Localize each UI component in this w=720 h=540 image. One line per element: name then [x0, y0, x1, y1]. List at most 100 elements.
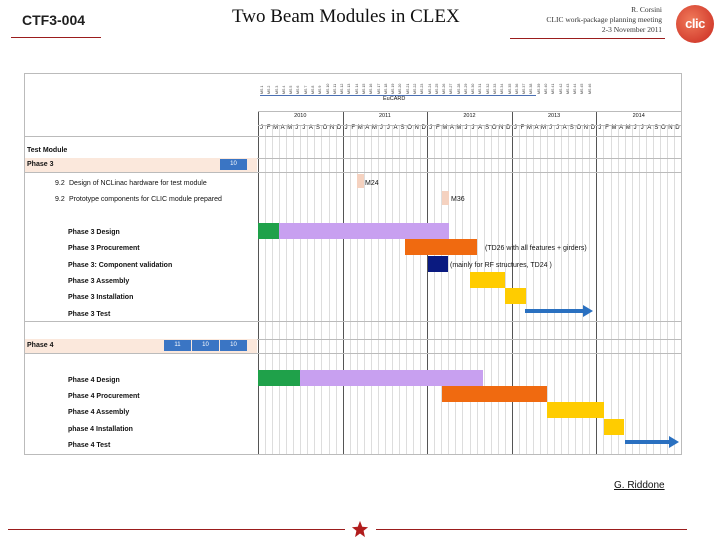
grid-line	[321, 125, 323, 454]
author-signature: G. Riddone	[614, 480, 665, 491]
test-module-label: Test Module	[27, 147, 68, 154]
milestone-header-label: MS 37	[522, 83, 527, 94]
month-label: M	[442, 125, 448, 131]
row-rule	[258, 111, 681, 112]
milestone-header-label: MS 43	[565, 83, 570, 94]
eucard-span-arrow	[260, 95, 536, 96]
validation-note: (mainly for RF structures, TD24 )	[450, 262, 552, 269]
milestone-header-label: MS 26	[442, 83, 447, 94]
month-label: D	[590, 125, 596, 131]
milestone-header-label: MS 28	[456, 83, 461, 94]
grid-line	[427, 111, 429, 454]
milestone-header-label: MS 21	[405, 83, 410, 94]
grid-line	[490, 125, 492, 454]
month-label: J	[464, 125, 468, 131]
phase3-design-bar-green	[258, 223, 279, 239]
milestone-header-label: MS 40	[544, 83, 549, 94]
month-label: O	[491, 125, 497, 131]
grid-line	[575, 125, 577, 454]
item-number: 9.2	[55, 196, 65, 203]
phase4-test-arrow	[625, 436, 679, 448]
month-label: J	[386, 125, 390, 131]
month-label: D	[506, 125, 511, 131]
grid-line	[272, 125, 274, 454]
month-label: A	[393, 125, 398, 131]
milestone-header-label: MS 41	[551, 83, 556, 94]
month-label: N	[329, 125, 335, 131]
milestone-header-label: MS 8	[310, 85, 315, 94]
month-label: A	[647, 125, 652, 131]
grid-line	[356, 125, 358, 454]
grid-line	[525, 125, 527, 454]
row-rule	[25, 339, 681, 340]
month-label: F	[351, 125, 355, 131]
month-label: O	[322, 125, 328, 131]
month-label: S	[485, 125, 490, 131]
eucard-label: EuCARD	[383, 96, 406, 102]
phase4-badge: 10	[192, 340, 219, 351]
phase3-band	[25, 158, 257, 172]
milestone-header-label: MS 42	[558, 83, 563, 94]
slide-title: Two Beam Modules in CLEX	[232, 6, 460, 27]
grid-line	[511, 111, 513, 454]
milestone-header-label: MS 45	[580, 83, 585, 94]
grid-line	[265, 125, 267, 454]
phase3-assembly-bar	[470, 272, 505, 288]
month-label: S	[569, 125, 574, 131]
month-label: J	[549, 125, 553, 131]
milestone-header-label: MS 25	[434, 83, 439, 94]
grid-line	[279, 125, 281, 454]
month-label: O	[661, 125, 666, 131]
grid-line	[659, 125, 661, 454]
grid-line	[568, 125, 570, 454]
grid-line	[645, 125, 647, 454]
logo-text: clic	[685, 16, 705, 31]
month-label: J	[302, 125, 306, 131]
month-label: A	[365, 125, 370, 131]
phase3-label: Phase 3	[27, 161, 54, 168]
phase3-installation-bar	[505, 288, 526, 304]
header-meta: R. Corsini CLIC work-package planning me…	[462, 5, 662, 35]
month-label: F	[435, 125, 440, 131]
month-label: A	[280, 125, 285, 131]
phase3-badge: 10	[220, 159, 247, 170]
document-code: CTF3-004	[22, 12, 86, 28]
milestone-header-label: MS 3	[274, 85, 279, 94]
grid-line	[434, 125, 436, 454]
grid-line	[377, 125, 379, 454]
grid-line	[335, 125, 337, 454]
phase4-procurement-bar	[442, 386, 547, 402]
item-number: 9.2	[55, 180, 65, 187]
grid-line	[596, 111, 598, 454]
month-label: F	[605, 125, 609, 131]
milestone-header-label: MS 46	[587, 83, 592, 94]
task-label: Phase 4 Procurement	[68, 393, 140, 400]
month-label: M	[287, 125, 293, 131]
milestone-marker-m36	[442, 191, 449, 205]
grid-line	[406, 125, 408, 454]
month-label: S	[400, 125, 405, 131]
grid-line	[624, 125, 626, 454]
milestone-label-m24: M24	[365, 180, 379, 187]
grid-line	[497, 125, 499, 454]
phase4-label: Phase 4	[27, 342, 54, 349]
row-rule	[25, 353, 681, 354]
milestone-header-label: MS 7	[303, 85, 308, 94]
grid-line	[638, 125, 640, 454]
month-label: A	[308, 125, 313, 131]
task-label: Phase 4 Test	[68, 442, 111, 449]
month-label: J	[260, 125, 264, 131]
milestone-header-label: MS 12	[340, 83, 345, 94]
grid-line	[384, 125, 386, 454]
milestone-header-label: MS 30	[471, 83, 476, 94]
milestone-header-label: MS 2	[267, 85, 272, 94]
grid-line	[469, 125, 471, 454]
task-label: Phase 3 Assembly	[68, 278, 130, 285]
grid-line	[300, 125, 302, 454]
task-label: Phase 4 Assembly	[68, 409, 130, 416]
milestone-header-label: MS 35	[507, 83, 512, 94]
grid-line	[462, 125, 464, 454]
item-label: Design of NCLinac hardware for test modu…	[69, 180, 207, 187]
grid-line	[589, 125, 591, 454]
grid-line	[617, 125, 619, 454]
